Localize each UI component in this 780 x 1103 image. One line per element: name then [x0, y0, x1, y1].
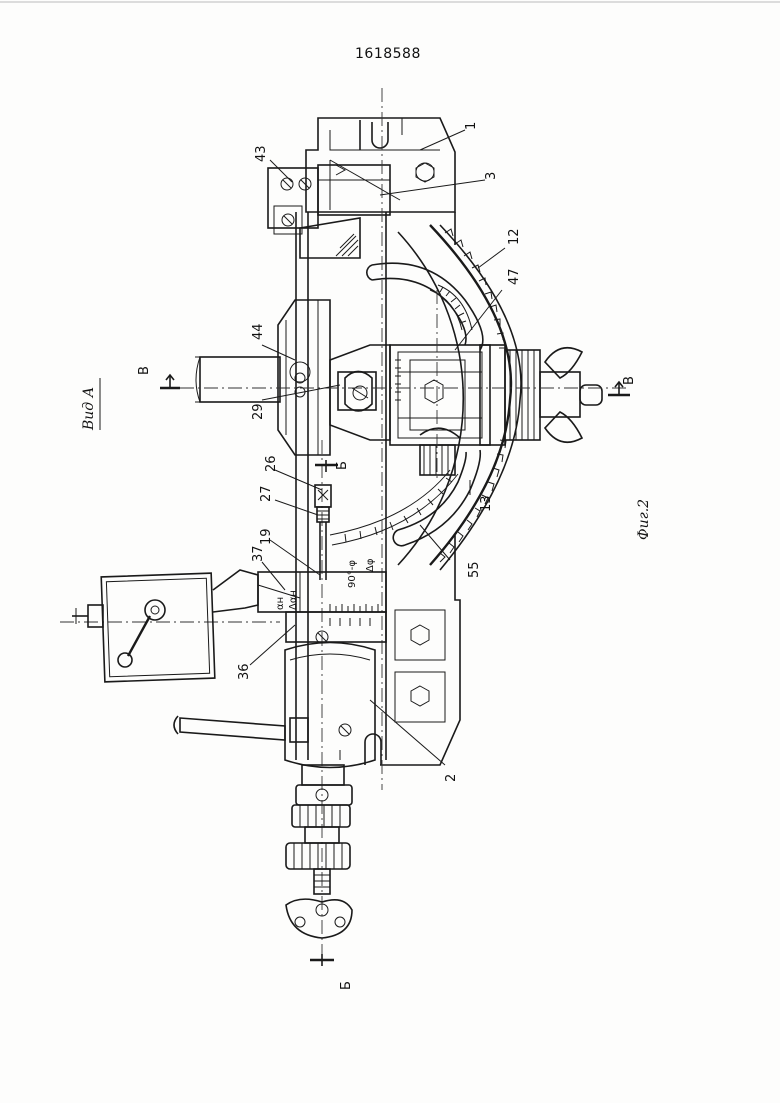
- angle-label-90-phi: 90°-φ: [347, 560, 358, 588]
- callout-12: 12: [507, 228, 522, 245]
- section-label-b-lower: В: [622, 376, 637, 385]
- shaft-and-plate-44: [195, 299, 331, 456]
- clamp-block-3: [317, 164, 391, 216]
- callout-26: 26: [264, 455, 279, 472]
- callout-2: 2: [444, 774, 459, 782]
- angle-label-delta-alpha: Δαн: [288, 590, 299, 610]
- callout-29: 29: [251, 403, 266, 420]
- section-markers: [160, 373, 630, 966]
- indicator-rod: [314, 484, 332, 580]
- center-lines: [60, 88, 630, 960]
- angle-label-alpha: αн: [275, 597, 286, 610]
- callout-27: 27: [259, 485, 274, 502]
- base-body-1: [295, 117, 461, 766]
- wedge-hatched: [299, 217, 361, 259]
- right-spindle: [479, 344, 603, 446]
- tool-holder-47: [389, 344, 491, 476]
- callout-47: 47: [507, 268, 522, 285]
- view-label: Вид А: [81, 387, 97, 431]
- callout-37: 37: [251, 545, 266, 562]
- spindle-assembly-2: [173, 641, 376, 939]
- callout-55: 55: [467, 561, 482, 578]
- callout-43: 43: [254, 145, 269, 162]
- section-label-be-lower: Б: [339, 981, 354, 990]
- callout-3: 3: [484, 172, 499, 180]
- callout-19: 19: [259, 528, 274, 545]
- dial-indicator: [72, 569, 259, 683]
- callout-44: 44: [251, 323, 266, 340]
- leader-lines: [249, 129, 506, 766]
- angle-label-delta-phi: Δφ: [365, 558, 376, 572]
- patent-number: 1618588: [355, 46, 421, 62]
- callout-13: 13: [479, 495, 494, 512]
- collet-29: [329, 344, 391, 441]
- section-label-b-upper: В: [137, 366, 152, 375]
- adjust-plate-43: [267, 167, 319, 235]
- callout-36: 36: [237, 663, 252, 680]
- figure-label: Фиг.2: [636, 499, 652, 540]
- section-label-be-upper: Б: [335, 461, 350, 470]
- callout-1: 1: [464, 122, 479, 130]
